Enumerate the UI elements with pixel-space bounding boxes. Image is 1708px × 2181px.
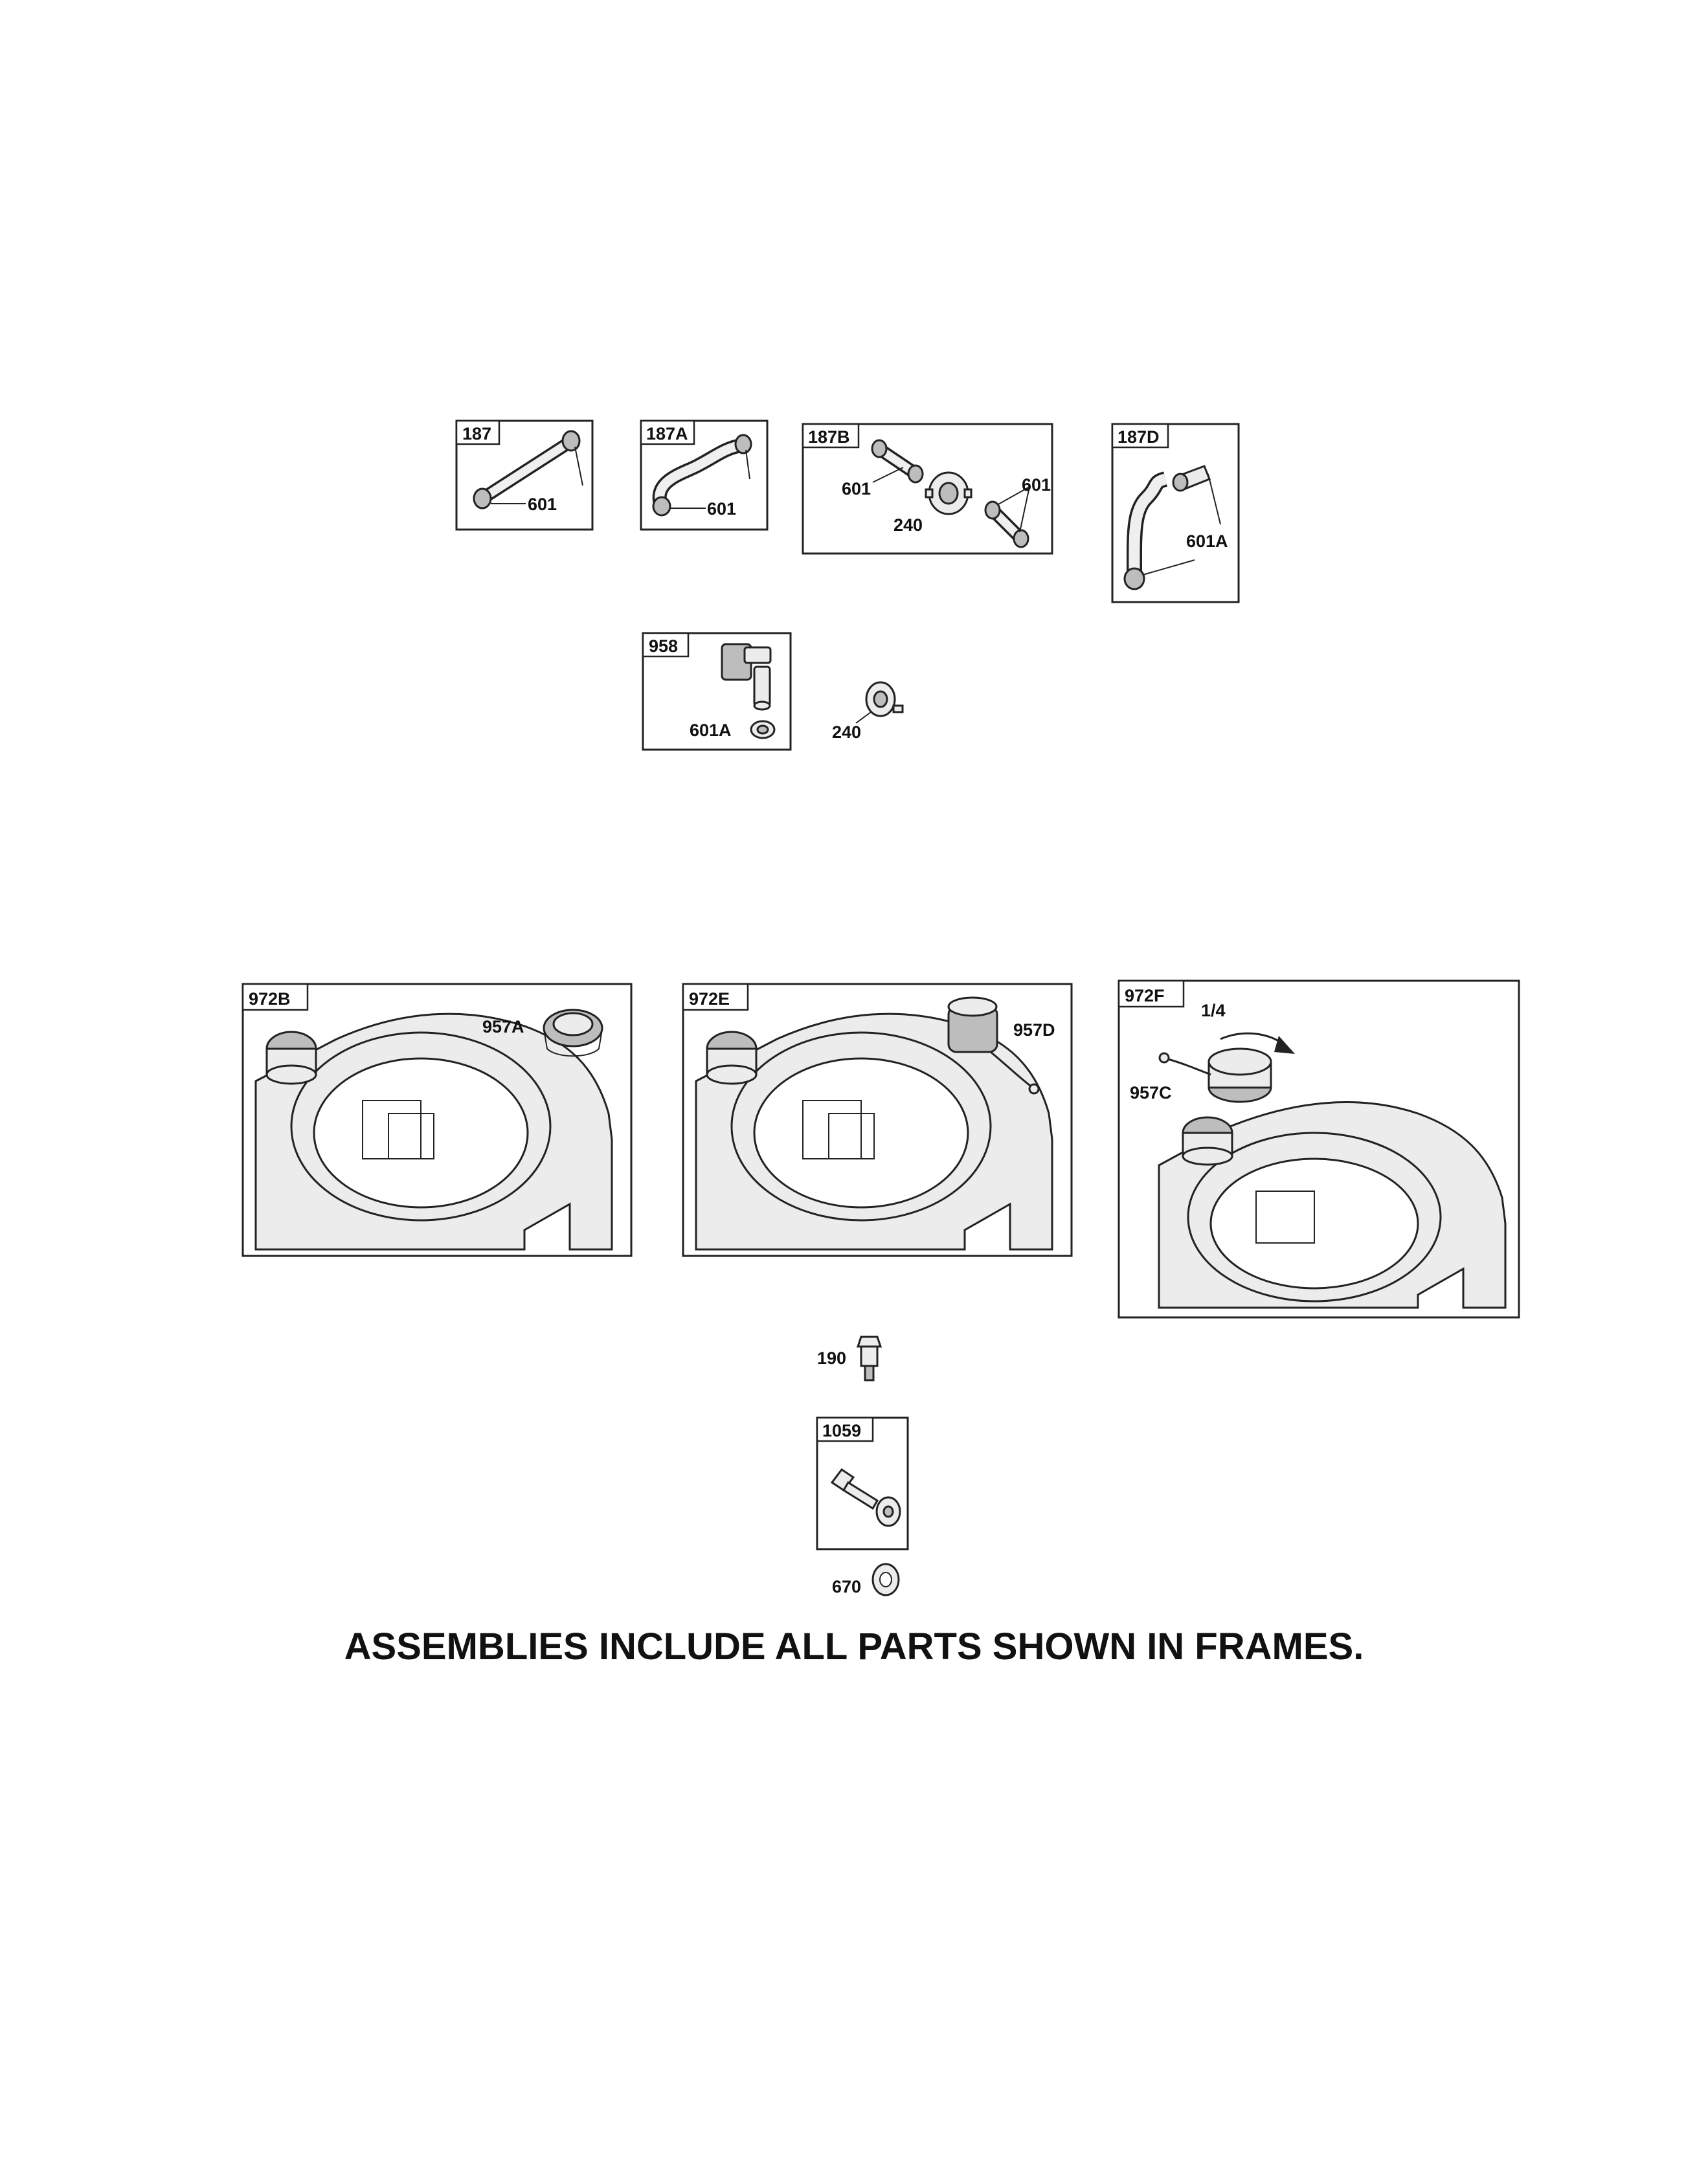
washer-icon	[875, 1496, 901, 1527]
shut-off-valve-icon	[721, 643, 772, 711]
frame-187: 187 601	[455, 419, 594, 531]
label-240: 240	[893, 515, 923, 535]
fuel-line-icon	[473, 430, 581, 509]
label-601: 601	[1022, 475, 1051, 495]
label-670: 670	[832, 1577, 861, 1596]
frame-187d: 187D 601A	[1111, 423, 1240, 603]
elbow-fuel-line-icon	[652, 434, 752, 517]
formed-fuel-line-icon	[1123, 465, 1211, 590]
loose-part-190: 190	[817, 1336, 882, 1381]
clamp-icon	[750, 720, 776, 739]
loose-part-240: 240	[832, 681, 904, 742]
frame-972f: 972F 1/4 957C	[1118, 979, 1520, 1319]
loose-part-670: 670	[832, 1563, 900, 1596]
frame-1059: 1059	[816, 1416, 909, 1550]
frame-187-tab: 187	[462, 424, 491, 443]
rotate-arrow-icon	[1220, 1032, 1295, 1054]
frame-187d-tab: 187D	[1118, 427, 1160, 447]
fuel-tank-icon	[695, 1012, 1053, 1251]
fuel-line-segment-icon	[984, 500, 1029, 548]
frame-972e-tab: 972E	[689, 989, 730, 1009]
frame-972b: 972B 957A	[242, 983, 633, 1257]
label-957a: 957A	[482, 1017, 524, 1036]
frame-958-tab: 958	[649, 636, 678, 656]
vented-fuel-cap-icon	[947, 996, 1040, 1095]
frame-187a: 187A 601	[640, 419, 769, 531]
label-601: 601	[528, 495, 557, 514]
label-quarter-turn: 1/4	[1201, 1001, 1226, 1020]
frame-972b-tab: 972B	[249, 989, 291, 1009]
frame-972f-tab: 972F	[1125, 986, 1165, 1005]
screw-icon	[856, 1336, 882, 1381]
fuel-line-segment-icon	[871, 439, 924, 484]
frame-972e: 972E 957D	[682, 983, 1073, 1257]
frame-958: 958 601A	[642, 632, 792, 751]
fuel-tank-icon	[1158, 1101, 1507, 1309]
frame-187b: 187B 601 601 240	[802, 423, 1053, 555]
label-601a: 601A	[1186, 531, 1228, 551]
frame-1059-tab: 1059	[822, 1421, 861, 1440]
fuel-filter-icon	[925, 471, 972, 515]
label-601a: 601A	[690, 721, 732, 740]
label-601: 601	[842, 479, 871, 498]
label-190: 190	[817, 1348, 846, 1368]
quarter-turn-fuel-cap-icon	[1158, 1047, 1272, 1103]
fuel-tank-icon	[254, 1012, 613, 1251]
frame-187b-tab: 187B	[808, 427, 850, 447]
fuel-cap-icon	[543, 1009, 603, 1057]
footer-note: ASSEMBLIES INCLUDE ALL PARTS SHOWN IN FR…	[344, 1626, 1364, 1668]
bolt-icon	[830, 1468, 879, 1510]
label-957d: 957D	[1013, 1020, 1055, 1040]
frame-187a-tab: 187A	[646, 424, 688, 443]
fuel-filter-icon	[865, 681, 904, 717]
label-601: 601	[707, 499, 736, 519]
label-240: 240	[832, 722, 861, 742]
spacer-icon	[871, 1563, 900, 1596]
label-957c: 957C	[1130, 1083, 1172, 1102]
